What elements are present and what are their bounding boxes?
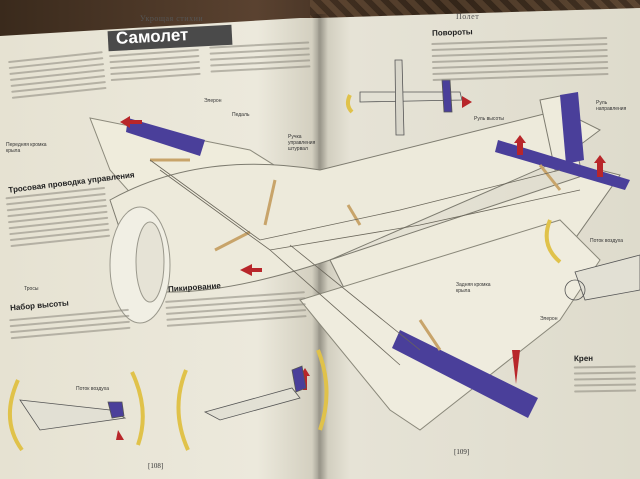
rudder-purple [560,92,584,164]
aileron-right [392,330,538,418]
cable-paragraph [5,186,111,251]
label-airflow-right: Поток воздуха [590,238,624,244]
label-leading-edge: Передняя кромка крыла [6,142,47,154]
yellow-arrows [7,94,562,452]
right-running-head: Полет [456,12,480,21]
aileron-left [126,118,205,156]
label-aileron-left: Элерон [204,98,222,104]
intro-paragraph-2 [109,48,201,85]
roll-paragraph [573,365,637,396]
small-plane-pitch [19,399,127,431]
label-pedal: Педаль [232,112,250,118]
small-plane-top [359,59,463,136]
heading-roll: Крен [573,353,594,364]
small-plane-roll [564,254,640,301]
left-page-number: [108] [148,462,164,470]
label-trailing-edge: Задняя кромка крыла [456,282,491,294]
elevator-purple [495,140,630,190]
label-rudder: Руль направления [596,100,627,112]
control-linkage [150,158,562,351]
left-running-head: Укрощая стихии [140,14,204,23]
label-stick: Ручка управления штурвал [288,134,316,152]
label-cables: Тросы [24,286,39,292]
lower-wing-shape [299,219,601,431]
fuselage-shape [109,109,601,293]
small-plane-dive [203,365,307,421]
control-cables [149,159,581,366]
right-page-number: [109] [454,448,470,456]
label-elevator: Руль высоты [474,116,504,122]
label-airflow-left: Поток воздуха [76,386,110,392]
turns-paragraph [431,36,609,85]
page-title: Самолет [115,25,189,48]
red-arrows [116,96,606,440]
heading-turns: Повороты [431,27,473,38]
label-aileron-right: Элерон [540,316,558,322]
intro-paragraph-3 [209,41,311,76]
